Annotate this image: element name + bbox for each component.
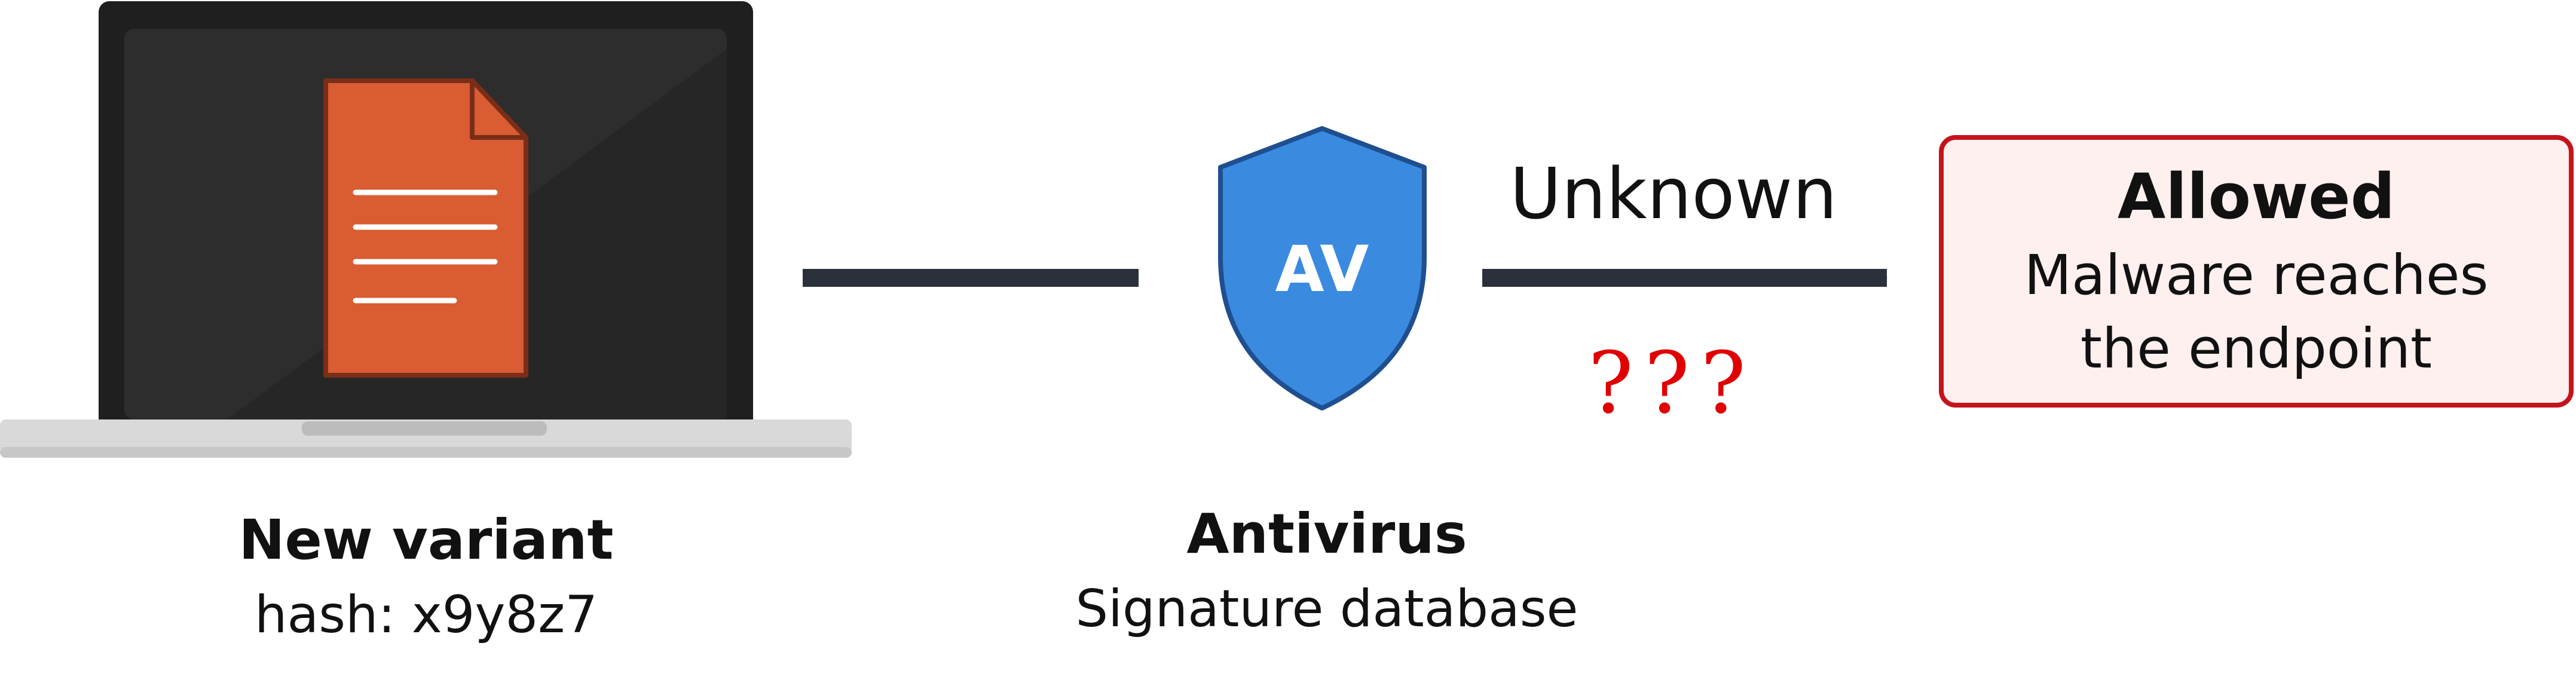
result-line-2: the endpoint bbox=[2081, 317, 2432, 381]
result-title: Allowed bbox=[2118, 160, 2395, 233]
av-badge: AV bbox=[1275, 232, 1369, 306]
uncertainty-marks: ??? bbox=[1588, 334, 1757, 433]
antivirus-subtitle: Signature database bbox=[1076, 579, 1578, 639]
document-fold bbox=[470, 78, 528, 140]
edge-label-unknown: Unknown bbox=[1510, 152, 1837, 235]
result-box bbox=[1939, 135, 2574, 408]
shield-shape bbox=[1218, 126, 1427, 411]
result-line-1: Malware reaches bbox=[2024, 243, 2489, 307]
result-card: Allowed Malware reaches the endpoint bbox=[1939, 135, 2574, 408]
antivirus-title: Antivirus bbox=[1186, 502, 1467, 566]
source-subtitle: hash: x9y8z7 bbox=[255, 585, 598, 645]
laptop-notch bbox=[302, 421, 547, 436]
document-icon bbox=[323, 78, 528, 378]
shield-icon: AV bbox=[1218, 126, 1427, 411]
source-title: New variant bbox=[239, 508, 614, 572]
laptop-base bbox=[0, 419, 852, 454]
laptop-base-shadow bbox=[0, 447, 852, 458]
